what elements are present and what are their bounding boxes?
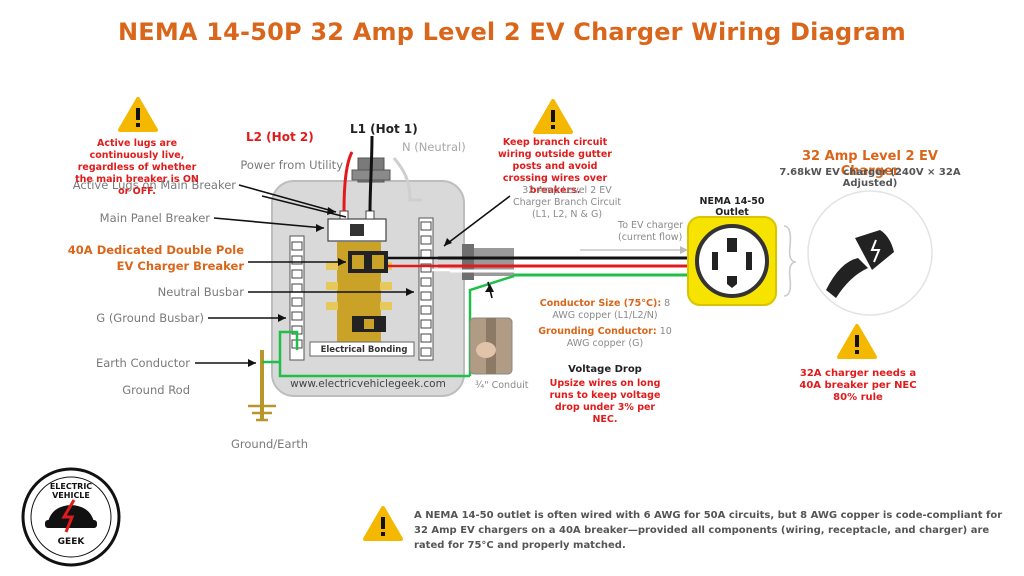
warning-branch-wiring: Keep branch circuit wiring outside gutte… <box>498 137 612 196</box>
label-outlet: NEMA 14-50 Outlet <box>699 196 765 218</box>
label-ground-rod: Ground Rod <box>122 383 190 397</box>
label-to-ev: To EV charger (current flow) <box>618 220 684 243</box>
spec-grounding-label: Grounding Conductor: <box>538 326 657 337</box>
label-main-breaker: Main Panel Breaker <box>99 211 210 225</box>
warning-triangle-footer <box>363 506 403 541</box>
spec-grounding: Grounding Conductor: 10 AWG copper (G) <box>530 326 680 350</box>
label-conduit: ¾" Conduit <box>475 380 529 391</box>
logo-text-top: ELECTRIC VEHICLE <box>49 482 93 500</box>
label-earth-conductor: Earth Conductor <box>95 356 190 370</box>
spec-grounding-value: 10 AWG copper (G) <box>566 326 672 349</box>
spec-voltage-drop-text: Upsize wires on long runs to keep voltag… <box>549 378 661 425</box>
label-l2: L2 (Hot 2) <box>246 130 314 144</box>
label-neutral: N (Neutral) <box>402 140 466 154</box>
label-website: www.electricvehiclegeek.com <box>290 378 446 390</box>
label-active-lugs: Active Lugs on Main Breaker <box>72 178 236 192</box>
label-l1: L1 (Hot 1) <box>350 122 418 136</box>
footer-note: A NEMA 14-50 outlet is often wired with … <box>414 510 1003 551</box>
spec-voltage-drop-title: Voltage Drop <box>568 364 642 375</box>
warning-triangle-1 <box>118 97 158 132</box>
label-charger-sub: 7.68kW EV charger (240V × 32A Adjusted) <box>779 167 961 189</box>
warning-active-lugs: Active lugs are continuously live, regar… <box>75 138 199 197</box>
warning-triangle-2 <box>533 99 573 134</box>
label-branch-circuit: 32 Amp Level 2 EV Charger Branch Circuit… <box>512 185 622 220</box>
warning-triangle-3 <box>837 324 877 359</box>
label-ev-breaker-2: EV Charger Breaker <box>116 259 244 273</box>
label-neutral-busbar: Neutral Busbar <box>157 285 244 299</box>
bonding-bar <box>309 341 415 357</box>
spec-conductor-value: 8 AWG copper (L1/L2/N) <box>552 298 671 321</box>
label-ground-earth: Ground/Earth <box>231 437 309 451</box>
page-title: NEMA 14-50P 32 Amp Level 2 EV Charger Wi… <box>117 18 907 46</box>
label-ground-busbar: G (Ground Busbar) <box>96 311 204 325</box>
label-power-utility: Power from Utility <box>240 158 343 172</box>
label-ev-breaker-1: 40A Dedicated Double Pole <box>67 243 244 257</box>
conduit-fitting <box>462 244 474 280</box>
warning-breaker-rule: 32A charger needs a 40A breaker per NEC … <box>799 368 917 403</box>
label-charger-title: 32 Amp Level 2 EV Charger <box>802 149 938 179</box>
label-electrical-bonding: Electrical Bonding <box>320 345 408 355</box>
spec-conductor-label: Conductor Size (75°C): <box>539 298 662 309</box>
logo-text-bottom: GEEK <box>57 537 85 547</box>
spec-conductor: Conductor Size (75°C): 8 AWG copper (L1/… <box>530 298 680 322</box>
